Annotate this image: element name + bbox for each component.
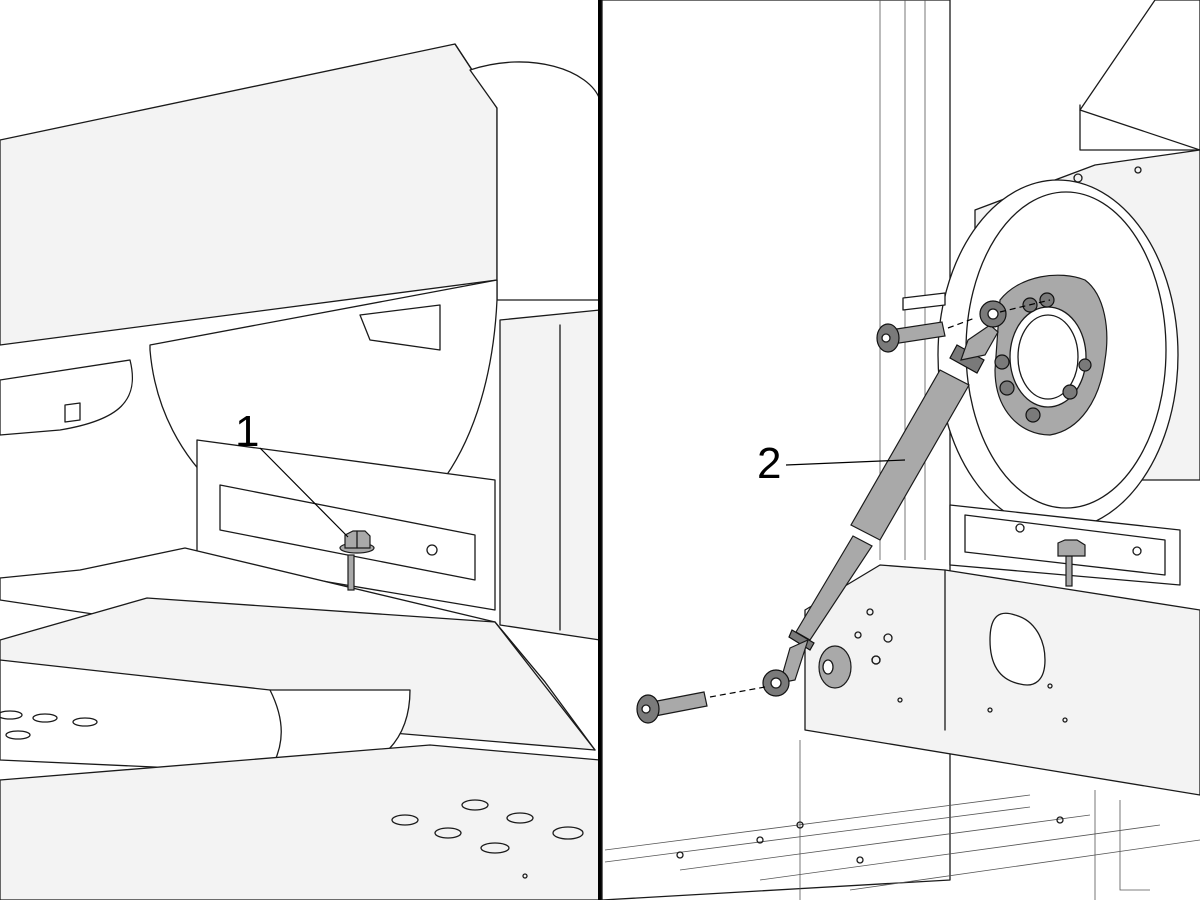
gas-spring-part-2 — [762, 300, 1007, 697]
bolt-part-1 — [339, 530, 375, 591]
hex-bolt — [1057, 539, 1086, 587]
callout-label-1: 1 — [235, 407, 259, 456]
screw-bottom — [636, 686, 766, 724]
right-panel-view: 2 — [601, 0, 1200, 900]
panel-divider — [598, 0, 602, 900]
left-panel-view: 1 — [0, 43, 601, 900]
callout-label-2: 2 — [757, 439, 781, 488]
floor-holes — [0, 710, 584, 879]
flange-bolts — [994, 292, 1092, 423]
screw-top — [876, 299, 1051, 353]
